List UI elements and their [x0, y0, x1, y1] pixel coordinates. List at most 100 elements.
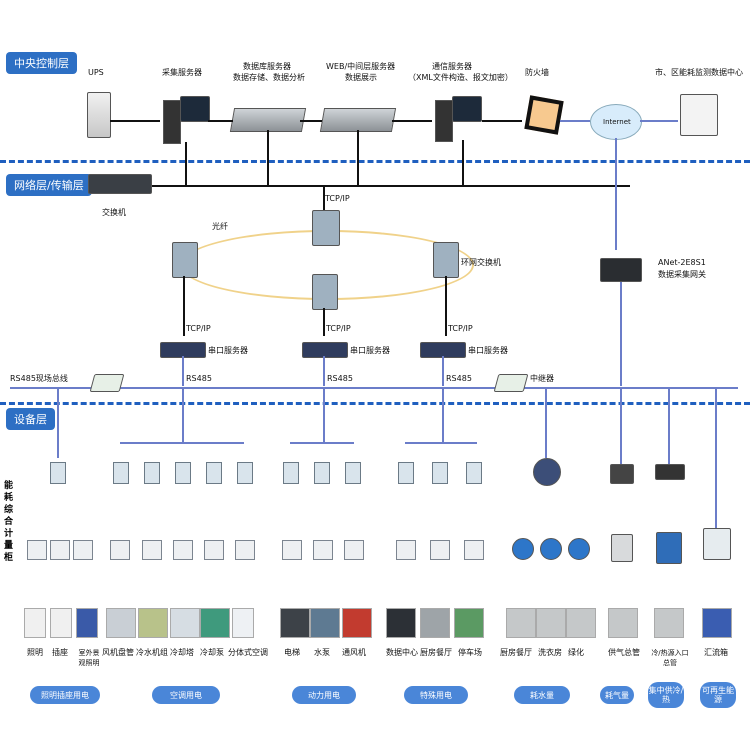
end-label: 洗衣房	[538, 648, 562, 657]
category-lighting: 照明插座用电	[30, 686, 100, 704]
layer-device: 设备层	[6, 408, 55, 430]
heat-sub	[656, 532, 682, 564]
backbone	[150, 185, 630, 187]
trunk-7	[668, 388, 670, 464]
comm-monitor	[452, 96, 482, 122]
bus-repeater-right	[493, 374, 529, 392]
category-ac: 空调用电	[152, 686, 220, 704]
tcpip-left-label: TCP/IP	[186, 324, 211, 333]
breaker-p1	[282, 540, 302, 560]
thumb-pump	[310, 608, 340, 638]
thumb-greening	[566, 608, 596, 638]
end-label: 停车场	[458, 648, 482, 657]
network-switch	[88, 174, 152, 194]
breaker-a5	[235, 540, 255, 560]
end-label: 冷水机组	[136, 648, 168, 657]
end-label: 绿化	[568, 648, 584, 657]
trunk-3	[323, 388, 325, 442]
drop-ring-left	[183, 276, 185, 336]
end-label: 水泵	[314, 648, 330, 657]
drop-internet	[615, 138, 617, 250]
breaker-l2	[50, 540, 70, 560]
drop-serial-2	[323, 356, 325, 386]
gas-meter-main	[610, 464, 634, 484]
end-label: 冷/热源入口总管	[651, 649, 689, 667]
thumb-parking	[454, 608, 484, 638]
breaker-a3	[173, 540, 193, 560]
tcpip-top-label: TCP/IP	[325, 194, 350, 203]
drop-comm	[462, 140, 464, 186]
link-firewall-internet	[560, 120, 590, 122]
trunk-2	[182, 388, 184, 442]
thumb-socket	[50, 608, 72, 638]
tcpip-mid-label: TCP/IP	[326, 324, 351, 333]
end-label: 风机盘管	[102, 648, 134, 657]
link-comm-firewall	[482, 120, 522, 122]
ring-switch-top	[312, 210, 340, 246]
end-label: 冷却塔	[170, 648, 194, 657]
end-label: 通风机	[342, 648, 366, 657]
drop-serial-3	[442, 356, 444, 386]
web-server-label-2: 数据展示	[345, 73, 377, 82]
group-bus-4	[405, 442, 477, 444]
rs485-label-3: RS485	[446, 374, 472, 383]
water-sub-1	[512, 538, 534, 560]
thumb-split-ac	[232, 608, 254, 638]
thumb-kitchen-2	[506, 608, 536, 638]
category-power: 动力用电	[292, 686, 356, 704]
rs485-label-2: RS485	[327, 374, 353, 383]
meter-power-2	[314, 462, 330, 484]
category-water: 耗水量	[514, 686, 570, 704]
breaker-s1	[396, 540, 416, 560]
db-server-label-2: 数据存储、数据分析	[233, 73, 305, 82]
end-label: 汇流箱	[704, 648, 728, 657]
link-web-comm	[392, 120, 432, 122]
separator-1	[0, 160, 750, 163]
internet-label: Internet	[603, 118, 631, 126]
water-sub-2	[540, 538, 562, 560]
collect-monitor	[180, 96, 210, 122]
end-label: 数据中心	[386, 648, 418, 657]
layer-network: 网络层/传输层	[6, 174, 92, 196]
comm-server-label-1: 通信服务器	[432, 62, 472, 71]
web-server	[319, 108, 397, 132]
trunk-5	[545, 388, 547, 458]
link-collect-db	[208, 120, 233, 122]
meter-special-3	[466, 462, 482, 484]
serial-label-2: 串口服务器	[350, 346, 390, 355]
meter-special-1	[398, 462, 414, 484]
breaker-s3	[464, 540, 484, 560]
heat-meter-main	[655, 464, 685, 480]
drop-web	[357, 130, 359, 186]
trunk-8	[715, 388, 717, 528]
thumb-ventilator	[342, 608, 372, 638]
link-ups-collect	[110, 120, 160, 122]
breaker-l3	[73, 540, 93, 560]
serial-label-1: 串口服务器	[208, 346, 248, 355]
link-db-web	[300, 120, 322, 122]
drop-db	[267, 130, 269, 186]
thumb-gas-main	[608, 608, 638, 638]
serial-label-3: 串口服务器	[468, 346, 508, 355]
drop-ring-mid	[323, 308, 325, 336]
meter-ac-3	[175, 462, 191, 484]
meter-power-3	[345, 462, 361, 484]
serial-server-2	[302, 342, 348, 358]
breaker-p2	[313, 540, 333, 560]
water-sub-3	[568, 538, 590, 560]
breaker-p3	[344, 540, 364, 560]
ups-device	[87, 92, 111, 138]
repeater-label: 中继器	[530, 374, 554, 383]
comm-server	[435, 100, 453, 142]
thumb-outdoor-light	[76, 608, 98, 638]
breaker-a1	[110, 540, 130, 560]
ring-switch-right	[433, 242, 459, 278]
switch-label: 交换机	[102, 208, 126, 217]
end-label: 室外景观照明	[78, 649, 100, 667]
thumb-cooling-pump	[200, 608, 230, 638]
thumb-lighting	[24, 608, 46, 638]
ring-switch-left	[172, 242, 198, 278]
meter-ac-5	[237, 462, 253, 484]
thumb-elevator	[280, 608, 310, 638]
end-label: 厨房餐厅	[420, 648, 452, 657]
